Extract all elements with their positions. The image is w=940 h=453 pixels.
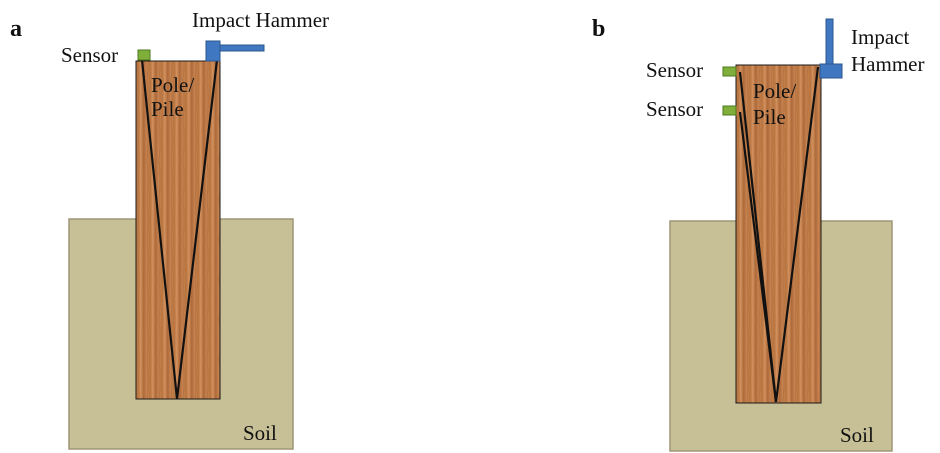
soil-label: Soil [840, 423, 874, 447]
pole-pile [735, 64, 822, 404]
pole-label-line2: Pile [753, 105, 786, 129]
sensor [137, 49, 151, 61]
soil-label: Soil [243, 421, 277, 445]
wave-paths [738, 66, 820, 403]
panel-b: b Soil Pole/ Pile Sensor Sensor Impact H… [592, 16, 924, 452]
panel-a: a Soil Pole/ Pile Sensor Impact Hammer [10, 8, 329, 450]
sensor-label-top: Sensor [646, 58, 703, 82]
impact-hammer-label: Impact Hammer [192, 8, 329, 32]
panel-b-label: b [592, 16, 605, 42]
impact-hammer-label-line2: Hammer [851, 52, 924, 76]
pole-label-line2: Pile [151, 97, 184, 121]
pole-label-line1: Pole/ [151, 73, 194, 97]
wave-path [140, 59, 219, 400]
impact-hammer-icon [819, 18, 843, 79]
pole-label-line1: Pole/ [753, 79, 796, 103]
sensor-label: Sensor [61, 43, 118, 67]
panel-a-label: a [10, 16, 22, 42]
sensor-label-bottom: Sensor [646, 97, 703, 121]
impact-hammer-label-line1: Impact [851, 25, 909, 49]
pole-pile [135, 60, 221, 400]
impact-hammer-icon [205, 40, 265, 62]
sensor-top [722, 66, 737, 77]
sensor-bottom [722, 105, 737, 116]
